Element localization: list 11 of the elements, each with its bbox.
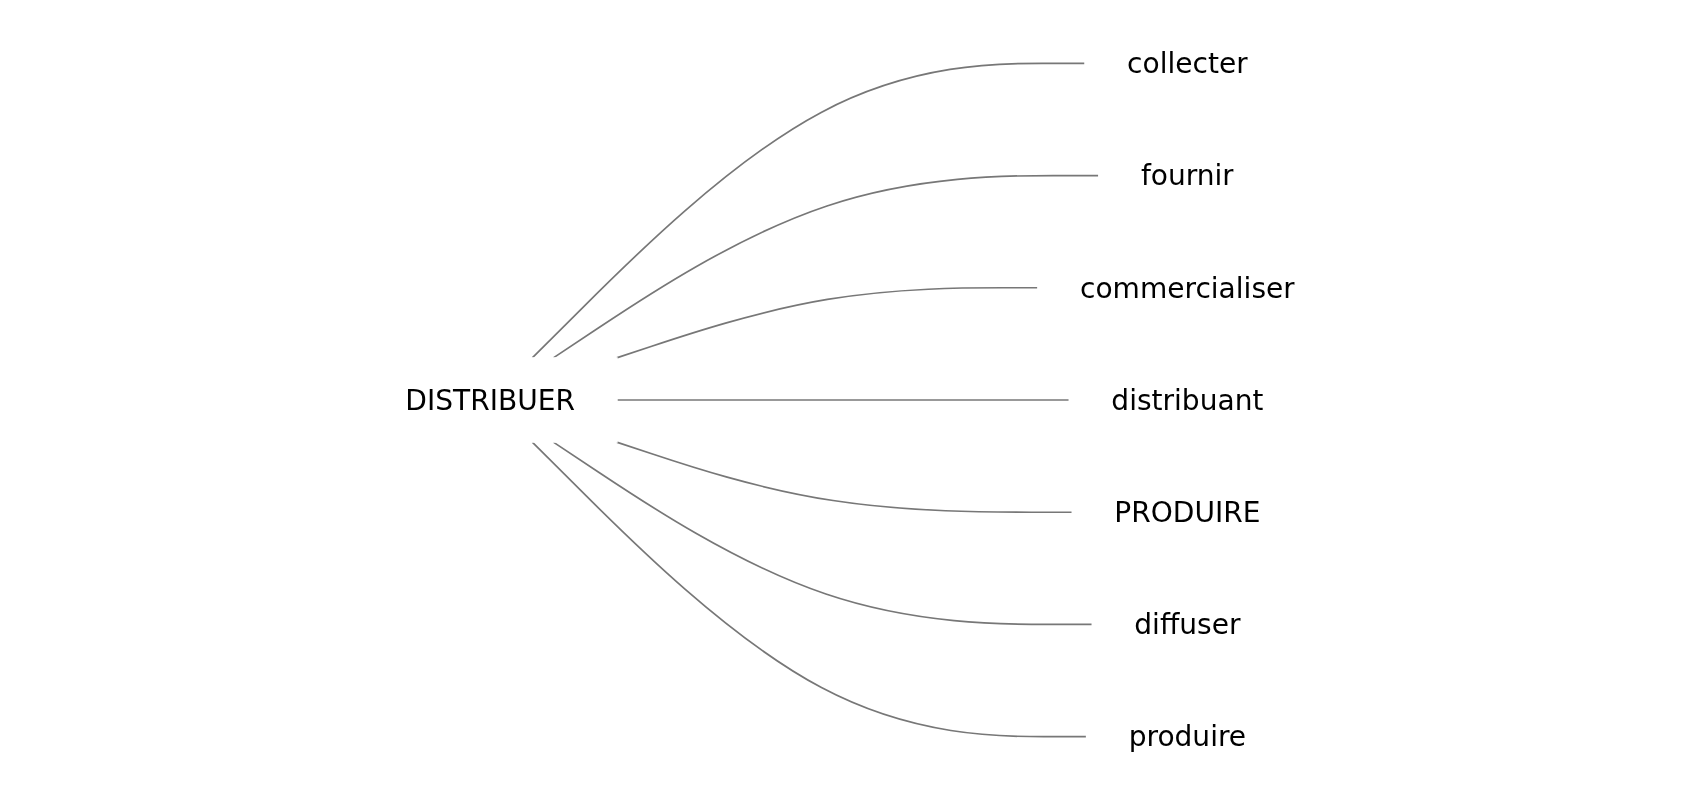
connector — [615, 441, 1073, 514]
node-text: collecter — [1126, 46, 1248, 81]
node-text: fournir — [1140, 158, 1234, 193]
connector — [616, 399, 1070, 401]
node-text: distribuant — [1111, 383, 1264, 417]
node-text: DISTRIBUER — [405, 383, 575, 417]
node-text: PRODUIRE — [1114, 495, 1261, 530]
connector — [552, 441, 1093, 626]
node-text: produire — [1128, 719, 1247, 754]
node-text: diffuser — [1134, 607, 1241, 642]
node-text: commercialiser — [1079, 270, 1295, 305]
